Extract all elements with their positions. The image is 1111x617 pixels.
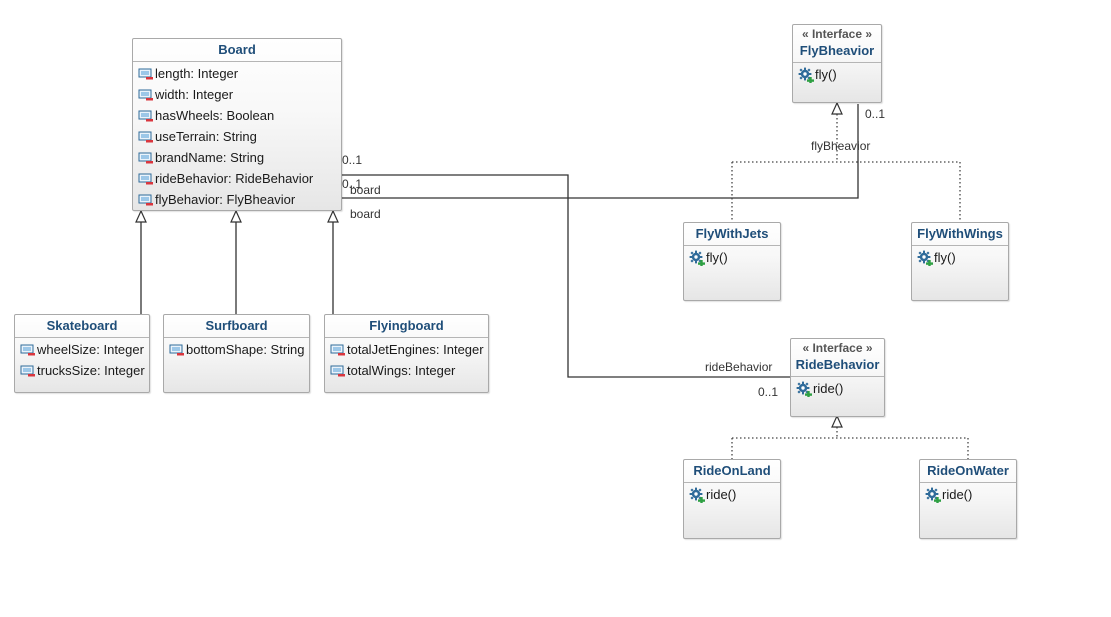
attribute-row[interactable]: flyBehavior: FlyBheavior	[133, 189, 341, 210]
attribute-row[interactable]: totalWings: Integer	[325, 360, 488, 381]
inheritance-arrowhead-icon	[135, 209, 147, 223]
class-name: Skateboard	[46, 318, 118, 333]
attribute-row[interactable]: hasWheels: Boolean	[133, 105, 341, 126]
operation-row[interactable]: ride()	[684, 484, 780, 505]
class-header: Skateboard	[15, 315, 149, 338]
multiplicity-label: 0..1	[342, 177, 363, 191]
class-surfboard[interactable]: Surfboard bottomShape: String	[163, 314, 310, 393]
stereotype-label: « Interface »	[801, 27, 873, 41]
operation-gear-icon	[796, 381, 812, 397]
realization-arrowhead-icon	[831, 414, 843, 428]
class-rideonwater[interactable]: RideOnWater ride()	[919, 459, 1017, 539]
multiplicity-label: 0..1	[758, 385, 779, 399]
attribute-field-icon	[138, 192, 154, 208]
attribute-compartment: bottomShape: String	[164, 338, 309, 360]
operation-gear-icon	[917, 250, 933, 266]
class-name: Surfboard	[205, 318, 268, 333]
class-header: « Interface » RideBehavior	[791, 339, 884, 377]
class-header: Board	[133, 39, 341, 62]
association-board-fly[interactable]	[342, 104, 859, 199]
class-header: Flyingboard	[325, 315, 488, 338]
class-board[interactable]: Board length: Integer width: Integer has…	[132, 38, 342, 211]
attribute-row[interactable]: brandName: String	[133, 147, 341, 168]
class-header: « Interface » FlyBheavior	[793, 25, 881, 63]
attribute-row[interactable]: wheelSize: Integer	[15, 339, 149, 360]
operation-row[interactable]: fly()	[684, 247, 780, 268]
class-header: RideOnWater	[920, 460, 1016, 483]
class-flyingboard[interactable]: Flyingboard totalJetEngines: Integer tot…	[324, 314, 489, 393]
attribute-field-icon	[138, 87, 154, 103]
attribute-field-icon	[138, 129, 154, 145]
class-name: RideBehavior	[795, 357, 880, 372]
operation-compartment: fly()	[793, 63, 881, 85]
attribute-row[interactable]: totalJetEngines: Integer	[325, 339, 488, 360]
operation-compartment: ride()	[791, 377, 884, 399]
association-board-ride[interactable]	[342, 174, 790, 378]
class-header: Surfboard	[164, 315, 309, 338]
attribute-field-icon	[20, 342, 36, 358]
operation-row[interactable]: ride()	[920, 484, 1016, 505]
operation-gear-icon	[689, 250, 705, 266]
operation-gear-icon	[925, 487, 941, 503]
attribute-compartment: wheelSize: Integer trucksSize: Integer	[15, 338, 149, 381]
attribute-compartment: length: Integer width: Integer hasWheels…	[133, 62, 341, 210]
operation-row[interactable]: fly()	[912, 247, 1008, 268]
multiplicity-label: 0..1	[342, 153, 363, 167]
attribute-row[interactable]: useTerrain: String	[133, 126, 341, 147]
role-label: rideBehavior	[705, 360, 773, 374]
attribute-field-icon	[330, 342, 346, 358]
class-flywithwings[interactable]: FlyWithWings fly()	[911, 222, 1009, 301]
class-name: FlyBheavior	[799, 43, 875, 58]
class-name: FlyWithWings	[917, 226, 1003, 241]
role-label: flyBheavior	[811, 139, 871, 153]
inheritance-arrowhead-icon	[230, 209, 242, 223]
class-rideonland[interactable]: RideOnLand ride()	[683, 459, 781, 539]
class-name: FlyWithJets	[695, 226, 769, 241]
class-header: RideOnLand	[684, 460, 780, 483]
operation-compartment: fly()	[684, 246, 780, 268]
stereotype-label: « Interface »	[802, 341, 873, 355]
attribute-row[interactable]: rideBehavior: RideBehavior	[133, 168, 341, 189]
operation-gear-icon	[798, 67, 814, 83]
interface-ridebehavior[interactable]: « Interface » RideBehavior ride()	[790, 338, 885, 417]
operation-row[interactable]: ride()	[791, 378, 884, 399]
class-name: Flyingboard	[369, 318, 444, 333]
attribute-compartment: totalJetEngines: Integer totalWings: Int…	[325, 338, 488, 381]
attribute-field-icon	[138, 171, 154, 187]
class-name: RideOnWater	[927, 463, 1009, 478]
class-header: FlyWithJets	[684, 223, 780, 246]
attribute-field-icon	[20, 363, 36, 379]
realization-arrowhead-icon	[831, 101, 843, 115]
operation-compartment: ride()	[920, 483, 1016, 505]
multiplicity-label: 0..1	[865, 107, 886, 121]
class-name: Board	[218, 42, 256, 57]
operation-compartment: fly()	[912, 246, 1008, 268]
attribute-field-icon	[169, 342, 185, 358]
class-header: FlyWithWings	[912, 223, 1008, 246]
role-label: board	[350, 207, 381, 221]
class-skateboard[interactable]: Skateboard wheelSize: Integer trucksSize…	[14, 314, 150, 393]
inheritance-arrowhead-icon	[327, 209, 339, 223]
attribute-field-icon	[138, 108, 154, 124]
operation-row[interactable]: fly()	[793, 64, 881, 85]
operation-gear-icon	[689, 487, 705, 503]
attribute-field-icon	[138, 66, 154, 82]
attribute-field-icon	[138, 150, 154, 166]
role-label: board	[350, 183, 381, 197]
attribute-row[interactable]: bottomShape: String	[164, 339, 309, 360]
attribute-row[interactable]: width: Integer	[133, 84, 341, 105]
operation-compartment: ride()	[684, 483, 780, 505]
attribute-row[interactable]: length: Integer	[133, 63, 341, 84]
interface-flybheavior[interactable]: « Interface » FlyBheavior fly()	[792, 24, 882, 103]
class-flywithjets[interactable]: FlyWithJets fly()	[683, 222, 781, 301]
attribute-field-icon	[330, 363, 346, 379]
attribute-row[interactable]: trucksSize: Integer	[15, 360, 149, 381]
class-name: RideOnLand	[693, 463, 771, 478]
